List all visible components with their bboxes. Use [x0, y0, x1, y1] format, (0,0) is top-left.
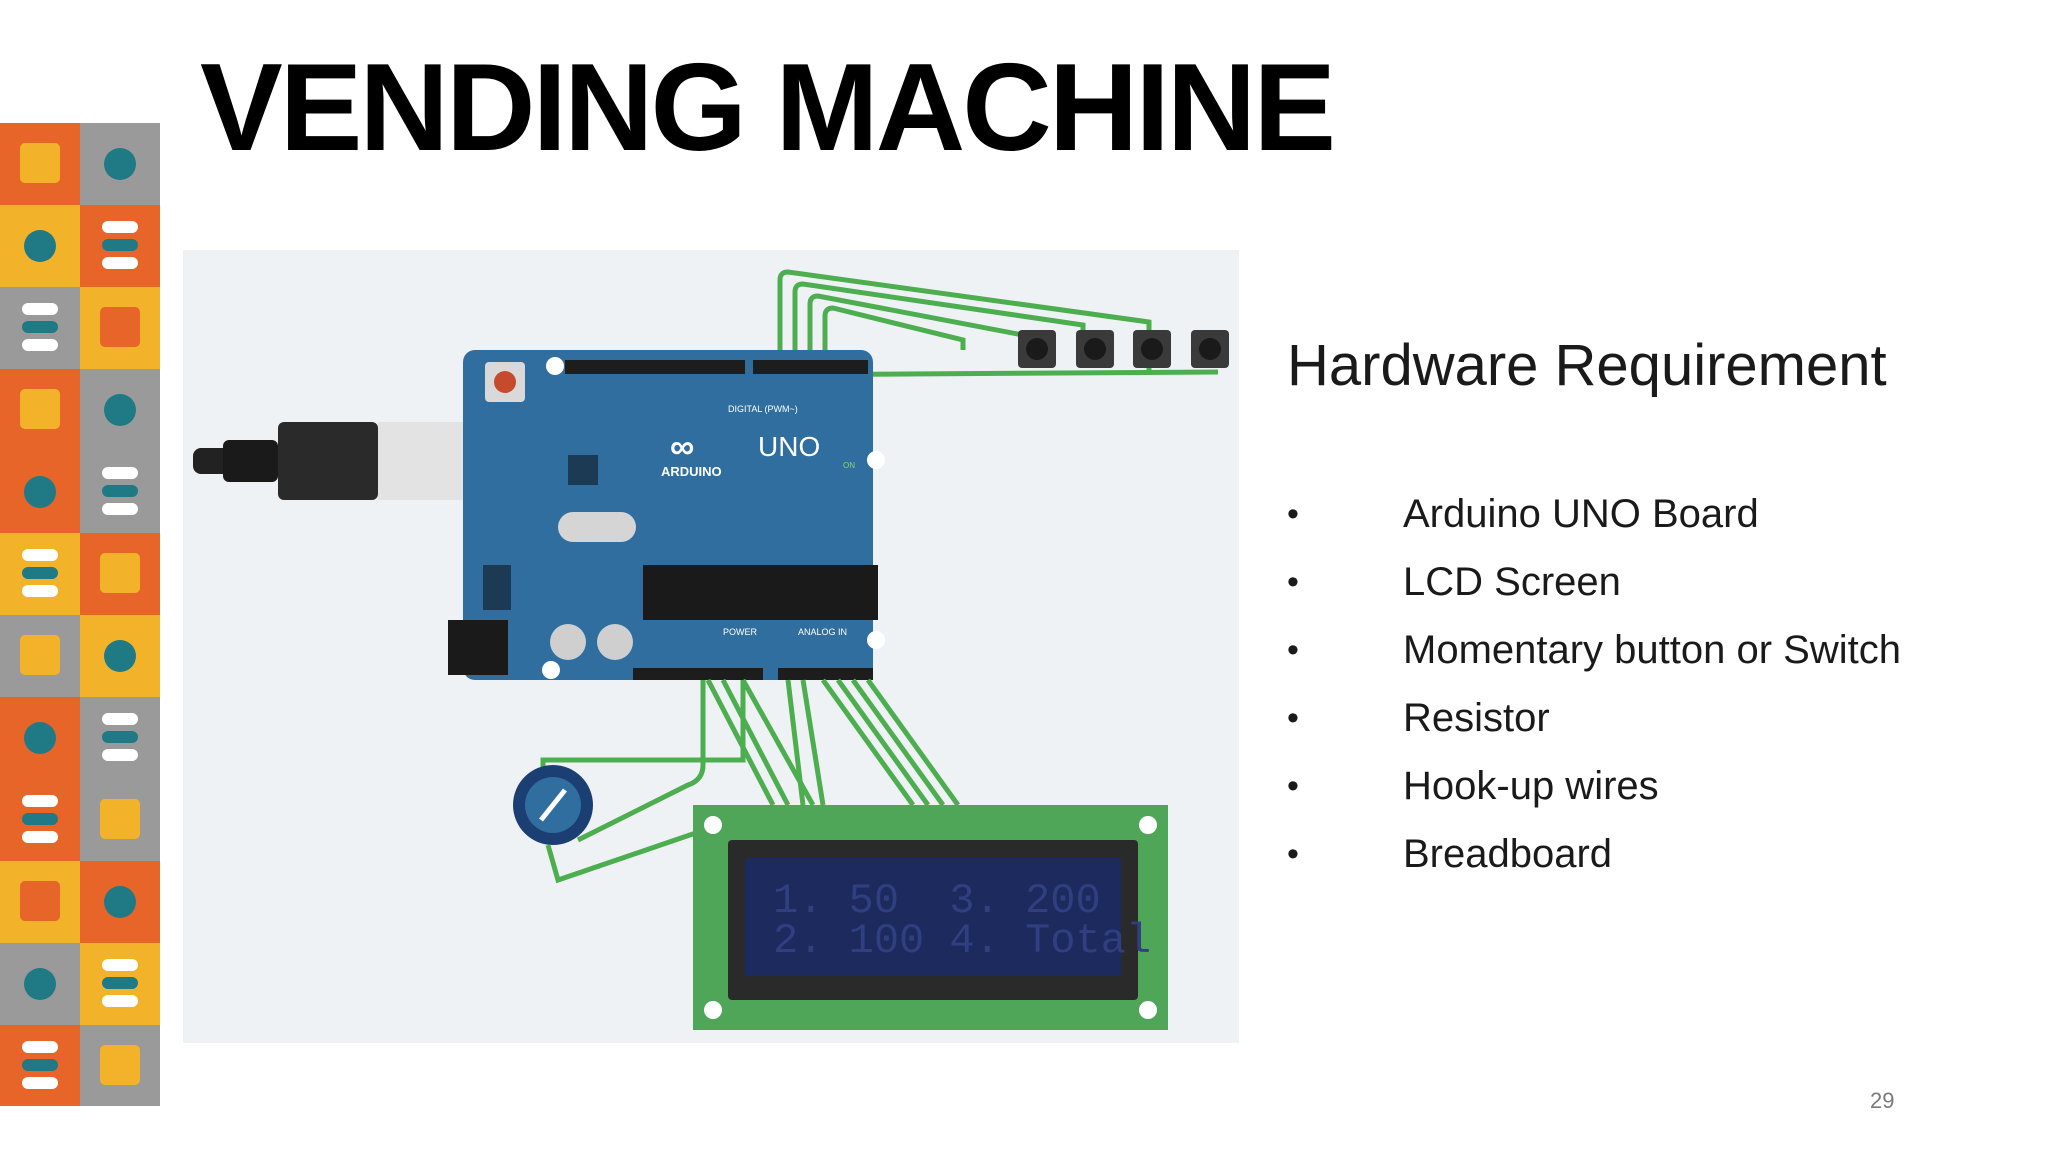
pattern-circle-shape	[24, 968, 56, 1000]
pattern-tiles	[0, 123, 160, 1107]
list-item-text: LCD Screen	[1403, 560, 1621, 604]
pattern-bar-shape	[102, 977, 138, 989]
pattern-bar-shape	[22, 567, 58, 579]
lcd-module: 1. 50 3. 200 2. 100 4. Total	[693, 805, 1168, 1030]
board-analog-label: ANALOG IN	[798, 627, 847, 637]
bullet-icon: •	[1287, 767, 1299, 805]
pattern-bar-shape	[102, 257, 138, 269]
pattern-bar-shape	[102, 749, 138, 761]
pattern-chip-shape	[20, 389, 60, 429]
board-on-label: ON	[843, 461, 855, 470]
pattern-bar-shape	[22, 303, 58, 315]
pattern-chip-shape	[100, 799, 140, 839]
pattern-bar-shape	[102, 485, 138, 497]
board-infinity-logo: ∞	[670, 428, 694, 466]
pattern-bar-shape	[22, 831, 58, 843]
list-item-text: Breadboard	[1403, 832, 1613, 876]
pattern-bar-shape	[102, 503, 138, 515]
pattern-bar-shape	[102, 221, 138, 233]
list-item-text: Momentary button or Switch	[1403, 628, 1901, 672]
pattern-bar-shape	[22, 321, 58, 333]
pattern-bar-shape	[102, 731, 138, 743]
pattern-bar-shape	[22, 1077, 58, 1089]
pattern-circle-shape	[24, 722, 56, 754]
pattern-bar-shape	[22, 1059, 58, 1071]
decorative-pattern-strip	[0, 123, 160, 1107]
pattern-circle-shape	[104, 394, 136, 426]
bullet-icon: •	[1287, 835, 1299, 873]
pattern-bar-shape	[102, 995, 138, 1007]
board-model: UNO	[758, 431, 820, 462]
pattern-bar-shape	[22, 813, 58, 825]
pattern-bar-shape	[22, 585, 58, 597]
lcd-line-2: 2. 100 4. Total	[773, 917, 1151, 965]
pattern-bar-shape	[22, 795, 58, 807]
arduino-board: ∞ ARDUINO UNO DIGITAL (PWM~) POWER ANALO…	[448, 350, 885, 680]
board-digital-label: DIGITAL (PWM~)	[728, 404, 798, 414]
pattern-circle-shape	[104, 886, 136, 918]
pattern-bar-shape	[102, 959, 138, 971]
circuit-diagram-image: ∞ ARDUINO UNO DIGITAL (PWM~) POWER ANALO…	[183, 250, 1239, 1043]
pattern-bar-shape	[22, 1041, 58, 1053]
circuit-svg: ∞ ARDUINO UNO DIGITAL (PWM~) POWER ANALO…	[183, 250, 1239, 1043]
bullet-icon: •	[1287, 699, 1299, 737]
hardware-heading: Hardware Requirement	[1287, 333, 1887, 398]
lcd-wires	[545, 678, 961, 884]
board-power-label: POWER	[723, 627, 758, 637]
push-buttons	[1018, 330, 1229, 368]
board-brand: ARDUINO	[661, 464, 722, 479]
page-number: 29	[1870, 1088, 1895, 1113]
potentiometer	[513, 765, 593, 845]
pattern-bar-shape	[102, 713, 138, 725]
list-item-text: Arduino UNO Board	[1403, 492, 1759, 536]
pattern-chip-shape	[20, 635, 60, 675]
pattern-circle-shape	[104, 148, 136, 180]
pattern-chip-shape	[100, 1045, 140, 1085]
bullet-icon: •	[1287, 631, 1299, 669]
pattern-chip-shape	[100, 553, 140, 593]
pattern-bar-shape	[22, 549, 58, 561]
usb-cable	[193, 422, 473, 500]
list-item-text: Hook-up wires	[1403, 764, 1659, 808]
list-item-text: Resistor	[1403, 696, 1550, 740]
bullet-icon: •	[1287, 495, 1299, 533]
pattern-bar-shape	[102, 239, 138, 251]
pattern-bar-shape	[22, 339, 58, 351]
pattern-circle-shape	[24, 230, 56, 262]
pattern-chip-shape	[20, 881, 60, 921]
pattern-circle-shape	[24, 476, 56, 508]
pattern-chip-shape	[100, 307, 140, 347]
pattern-chip-shape	[20, 143, 60, 183]
lcd-line-1: 1. 50 3. 200	[773, 877, 1101, 925]
pattern-bar-shape	[102, 467, 138, 479]
pattern-circle-shape	[104, 640, 136, 672]
bullet-icon: •	[1287, 563, 1299, 601]
slide-title: VENDING MACHINE	[200, 39, 1336, 177]
